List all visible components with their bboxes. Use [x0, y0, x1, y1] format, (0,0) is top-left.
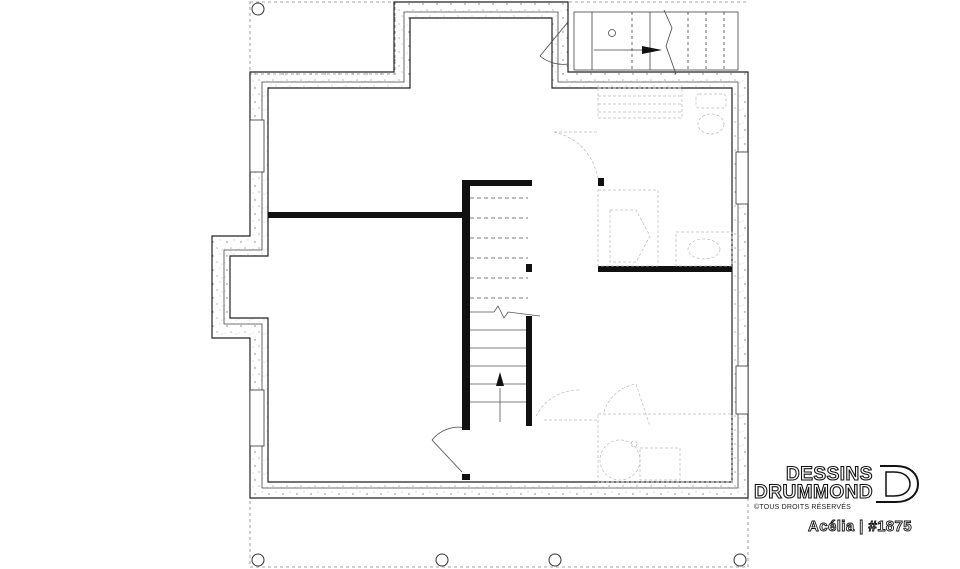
brand-name-line2: DRUMMOND	[753, 481, 874, 503]
interior-wall	[268, 178, 732, 480]
brand-block: DESSINS DRUMMOND ©TOUS DROITS RÉSERVÉS A…	[748, 462, 928, 542]
inner-wall-line	[223, 11, 739, 489]
window	[249, 119, 749, 447]
exterior-door	[539, 21, 569, 65]
exterior-stair	[573, 9, 739, 75]
brand-name-line1: DESSINS	[785, 463, 873, 485]
future-fixtures	[535, 87, 733, 483]
deck-post	[251, 2, 747, 567]
brand-rights: ©TOUS DROITS RÉSERVÉS	[754, 504, 852, 511]
plan-caption: Acélia | #1875	[808, 518, 913, 536]
basement-door	[431, 426, 467, 473]
foundation-wall	[211, 1, 749, 499]
interior-stair	[462, 197, 541, 422]
brand-logo-icon	[876, 465, 920, 503]
